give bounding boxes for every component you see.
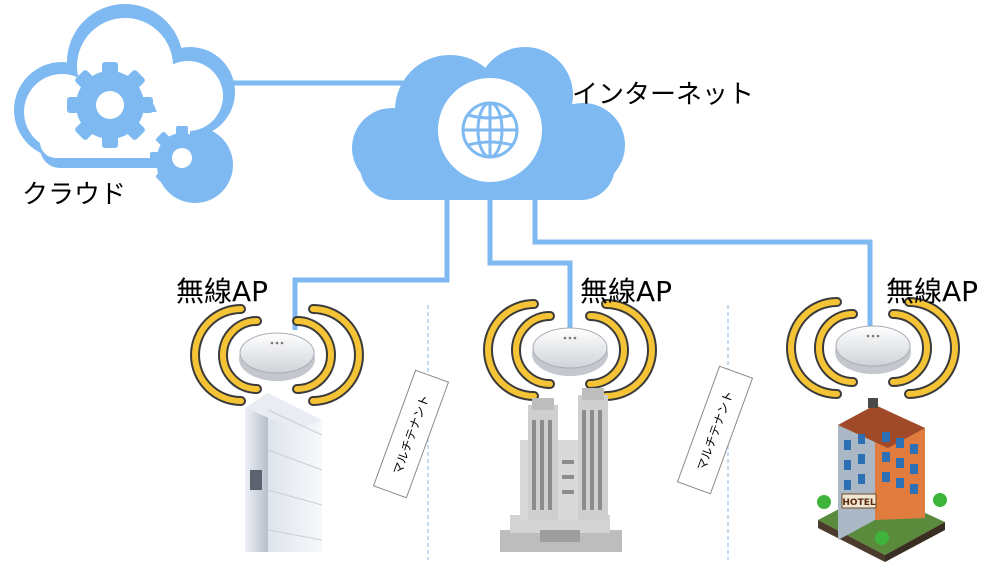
hotel-building-icon: HOTEL xyxy=(817,398,947,562)
wifi-signal-icon xyxy=(483,299,657,401)
trees xyxy=(817,493,947,545)
access-point-icon xyxy=(239,332,315,381)
access-point-icon xyxy=(532,327,608,376)
access-point-group-right xyxy=(786,297,960,399)
gear-small-icon xyxy=(150,126,214,190)
twin-tower-building-icon xyxy=(500,388,622,552)
gear-cloud-icon xyxy=(14,4,235,203)
wifi-signal-icon xyxy=(190,304,364,406)
hotel-sign xyxy=(841,493,877,509)
access-point-group-center xyxy=(483,299,657,401)
ap-label-left: 無線AP xyxy=(176,275,269,308)
globe-icon xyxy=(438,78,542,182)
wifi-signal-icon xyxy=(786,297,960,399)
hotel-sign-text: HOTEL xyxy=(842,498,875,508)
internet-label: インターネット xyxy=(572,80,755,110)
ap-label-center: 無線AP xyxy=(580,275,673,308)
gear-large-icon xyxy=(67,62,153,148)
ap-label-right: 無線AP xyxy=(886,275,979,308)
access-point-group-left xyxy=(190,304,364,406)
office-tower-icon xyxy=(245,393,323,552)
cloud-label: クラウド xyxy=(22,180,127,210)
access-point-icon xyxy=(835,325,911,374)
